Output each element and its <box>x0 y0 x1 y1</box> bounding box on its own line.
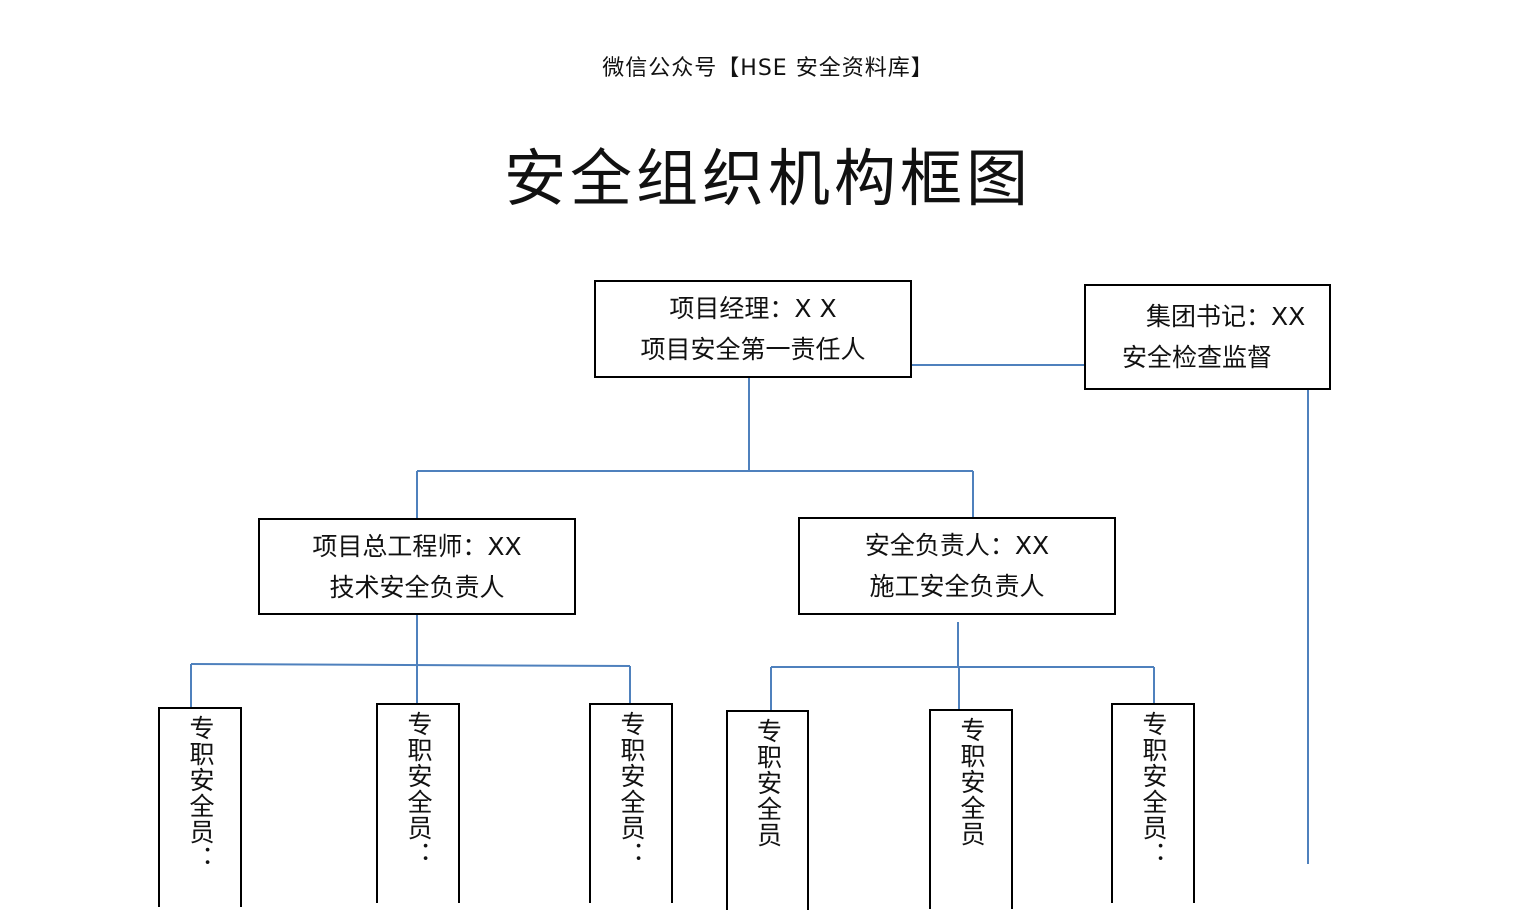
node-chief-engineer-name: 项目总工程师：XX <box>312 531 522 561</box>
node-safety-officer-1: 专职安全员： <box>158 707 242 907</box>
node-chief-engineer: 项目总工程师：XX 技术安全负责人 <box>258 518 576 615</box>
node-chief-engineer-role: 技术安全负责人 <box>329 572 505 602</box>
node-safety-officer-5-label: 专职安全员 <box>957 717 986 847</box>
node-safety-officer-1-label: 专职安全员： <box>186 715 215 871</box>
node-project-manager-role: 项目安全第一责任人 <box>640 335 866 364</box>
node-safety-officer-4: 专职安全员 <box>726 710 809 910</box>
node-safety-officer-3: 专职安全员： <box>589 703 673 903</box>
connector-lines <box>190 364 1309 864</box>
node-group-secretary: 集团书记：XX 安全检查监督 <box>1084 284 1331 390</box>
node-safety-officer-2-label: 专职安全员： <box>404 711 433 867</box>
node-safety-lead: 安全负责人：XX 施工安全负责人 <box>798 517 1116 615</box>
node-safety-lead-role: 施工安全负责人 <box>869 572 1045 601</box>
connector-left-bar <box>190 663 631 667</box>
chart-title: 安全组织机构框图 <box>503 142 1032 215</box>
node-safety-officer-4-label: 专职安全员 <box>753 718 783 848</box>
node-safety-officer-3-label: 专职安全员： <box>617 711 646 867</box>
node-project-manager-name: 项目经理：X X <box>669 294 837 323</box>
node-project-manager: 项目经理：X X 项目安全第一责任人 <box>594 280 912 378</box>
node-group-secretary-role: 安全检查监督 <box>1122 343 1273 372</box>
node-safety-lead-name: 安全负责人：XX <box>864 531 1050 560</box>
node-group-secretary-name: 集团书记：XX <box>1146 302 1306 331</box>
node-safety-officer-6: 专职安全员： <box>1111 703 1195 903</box>
header-note: 微信公众号【HSE 安全资料库】 <box>602 56 934 81</box>
node-safety-officer-6-label: 专职安全员： <box>1139 711 1168 867</box>
node-safety-officer-5: 专职安全员 <box>929 709 1013 909</box>
node-safety-officer-2: 专职安全员： <box>376 703 460 903</box>
